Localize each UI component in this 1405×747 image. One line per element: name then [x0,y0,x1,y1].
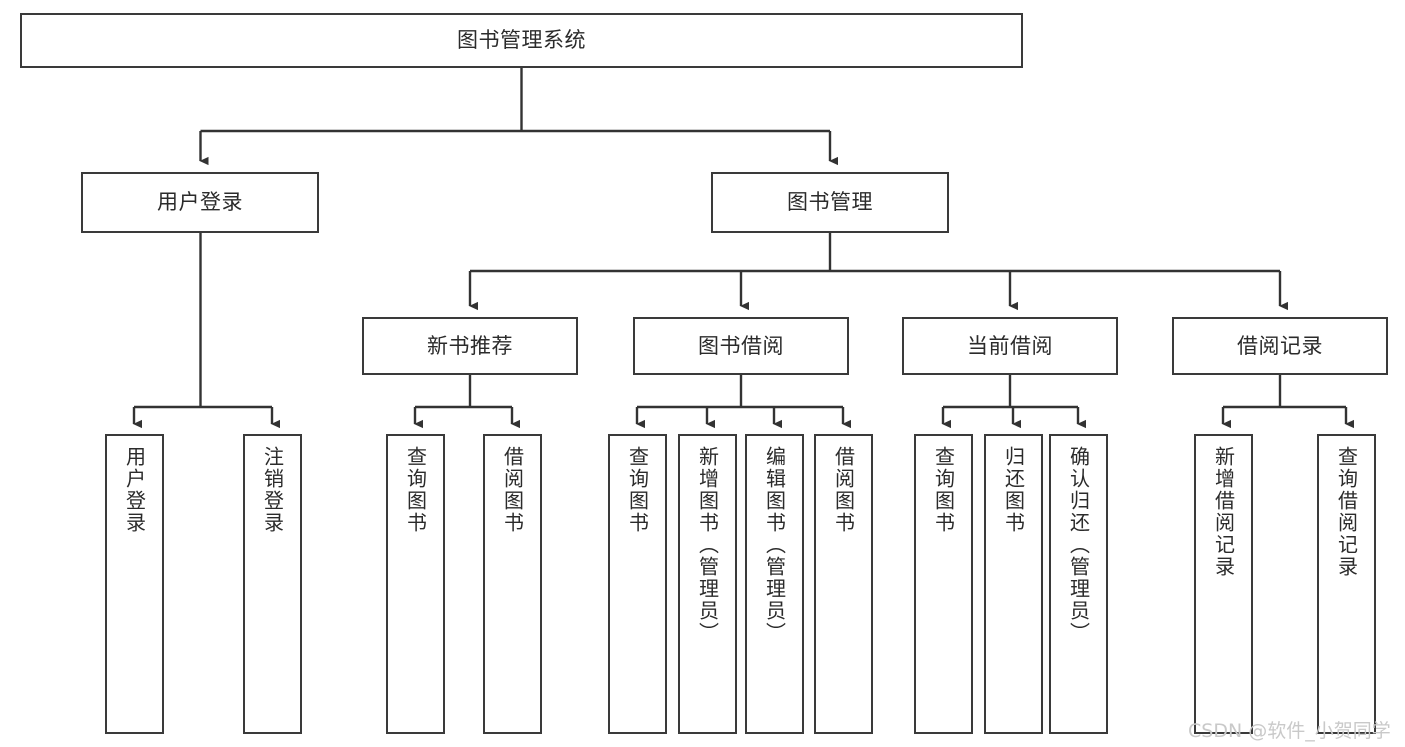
node-label: 用户登录 [122,446,147,534]
node-label: 归还图书 [1001,446,1026,534]
node-label: 图书借阅 [698,333,784,358]
node-label: 查询图书 [625,446,650,534]
node-label: 注销登录 [260,446,285,534]
leaf-confirm-return-admin[interactable]: 确认归还（管理员） [1049,434,1108,734]
leaf-borrow-books[interactable]: 借阅图书 [814,434,873,734]
node-label: 借阅图书 [831,446,856,534]
node-label: 查询图书 [931,446,956,534]
leaf-user-login[interactable]: 用户登录 [105,434,164,734]
node-root-book-management-system[interactable]: 图书管理系统 [20,13,1023,68]
node-label: 借阅记录 [1237,333,1323,358]
node-label: 当前借阅 [967,333,1053,358]
leaf-add-book-admin[interactable]: 新增图书（管理员） [678,434,737,734]
leaf-query-borrow-record[interactable]: 查询借阅记录 [1317,434,1376,734]
node-label: 新书推荐 [427,333,513,358]
node-label: 新增图书（管理员） [695,446,720,644]
leaf-query-books-current[interactable]: 查询图书 [914,434,973,734]
node-current-borrowing[interactable]: 当前借阅 [902,317,1118,375]
node-user-login[interactable]: 用户登录 [81,172,319,233]
node-label: 查询借阅记录 [1334,446,1359,578]
leaf-query-books-borrow[interactable]: 查询图书 [608,434,667,734]
leaf-edit-book-admin[interactable]: 编辑图书（管理员） [745,434,804,734]
node-new-book-recommendation[interactable]: 新书推荐 [362,317,578,375]
node-book-borrowing[interactable]: 图书借阅 [633,317,849,375]
node-book-management[interactable]: 图书管理 [711,172,949,233]
node-label: 查询图书 [403,446,428,534]
leaf-add-borrow-record[interactable]: 新增借阅记录 [1194,434,1253,734]
node-label: 图书管理系统 [457,28,586,53]
node-label: 用户登录 [157,190,243,215]
node-borrowing-records[interactable]: 借阅记录 [1172,317,1388,375]
csdn-watermark: CSDN @软件_小贺同学 [1188,720,1391,742]
leaf-logout[interactable]: 注销登录 [243,434,302,734]
node-label: 确认归还（管理员） [1066,446,1091,644]
node-label: 图书管理 [787,190,873,215]
leaf-borrow-books-newbook[interactable]: 借阅图书 [483,434,542,734]
node-label: 借阅图书 [500,446,525,534]
leaf-query-books-newbook[interactable]: 查询图书 [386,434,445,734]
leaf-return-books[interactable]: 归还图书 [984,434,1043,734]
node-label: 新增借阅记录 [1211,446,1236,578]
node-label: 编辑图书（管理员） [762,446,787,644]
